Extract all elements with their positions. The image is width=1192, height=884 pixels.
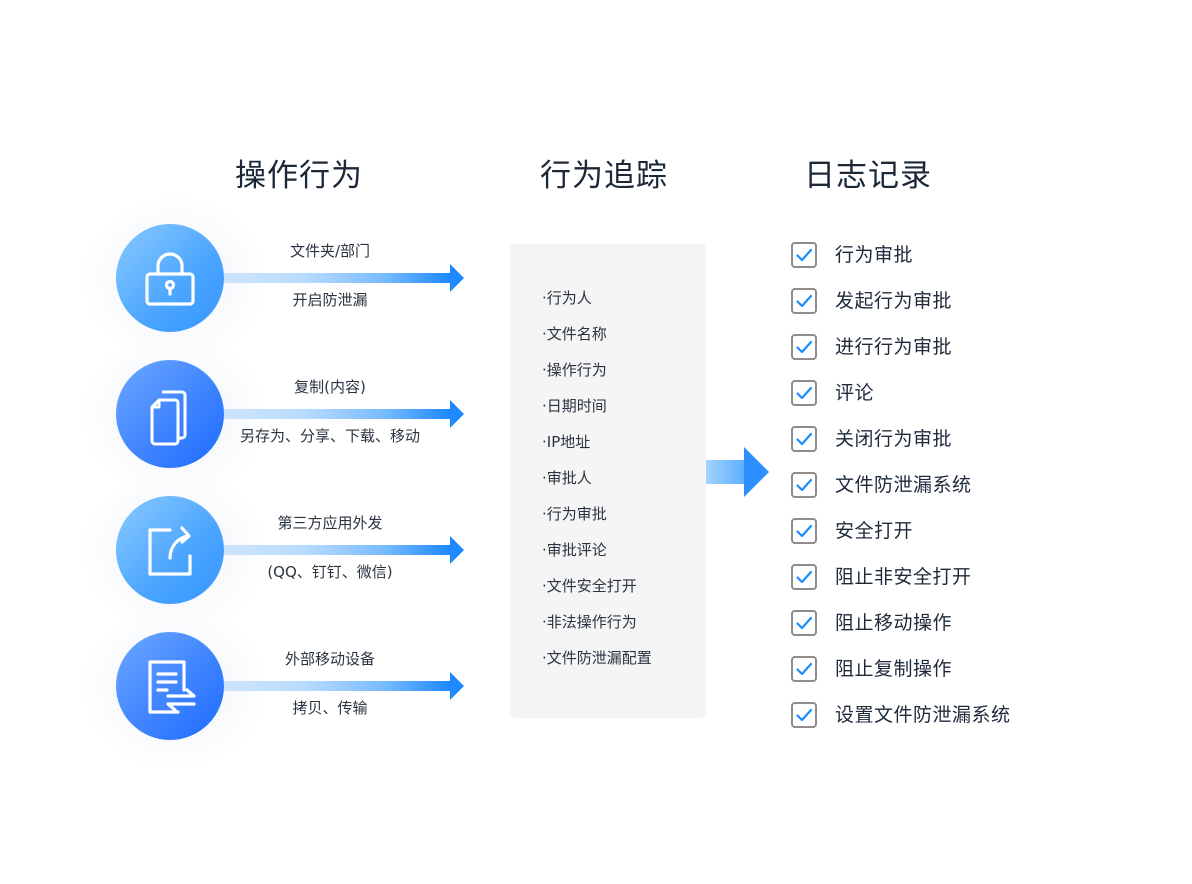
operation-row: 复制(内容) 另存为、分享、下载、移动 — [80, 330, 480, 500]
log-item-label: 安全打开 — [835, 520, 914, 542]
tracking-column-title: 行为追踪 — [540, 158, 668, 194]
tracking-item: ·日期时间 — [542, 397, 607, 415]
log-item: 关闭行为审批 — [791, 426, 1011, 472]
checkmark-icon — [796, 432, 813, 446]
tracking-item: ·IP地址 — [542, 433, 591, 451]
log-item-label: 进行行为审批 — [835, 336, 953, 358]
tracking-item: ·行为人 — [542, 289, 592, 307]
tracking-item: ·行为审批 — [542, 505, 607, 523]
log-item: 设置文件防泄漏系统 — [791, 702, 1011, 748]
log-item: 进行行为审批 — [791, 334, 1011, 380]
checkmark-icon — [796, 248, 813, 262]
checkbox[interactable] — [791, 334, 817, 360]
log-item: 行为审批 — [791, 242, 1011, 288]
log-item-label: 阻止移动操作 — [835, 612, 953, 634]
logging-column-title: 日志记录 — [804, 158, 932, 194]
log-item: 阻止非安全打开 — [791, 564, 1011, 610]
checkmark-icon — [796, 386, 813, 400]
operation-bottom-label: 另存为、分享、下载、移动 — [239, 427, 420, 445]
lock-icon — [116, 224, 224, 332]
checkmark-icon — [796, 340, 813, 354]
log-item-label: 关闭行为审批 — [835, 428, 953, 450]
checkmark-icon — [796, 662, 813, 676]
log-item-label: 评论 — [835, 382, 875, 404]
checkmark-icon — [796, 570, 813, 584]
operations-column-title: 操作行为 — [235, 158, 363, 194]
operation-top-label: 第三方应用外发 — [277, 514, 383, 532]
operation-top-label: 外部移动设备 — [284, 650, 375, 668]
checkbox[interactable] — [791, 426, 817, 452]
log-item: 评论 — [791, 380, 1011, 426]
checkbox[interactable] — [791, 656, 817, 682]
checkbox[interactable] — [791, 518, 817, 544]
checkbox[interactable] — [791, 380, 817, 406]
checkbox[interactable] — [791, 564, 817, 590]
checkbox[interactable] — [791, 288, 817, 314]
log-item: 阻止复制操作 — [791, 656, 1011, 702]
checkmark-icon — [796, 708, 813, 722]
checkmark-icon — [796, 294, 813, 308]
operation-row: 文件夹/部门 开启防泄漏 — [80, 194, 480, 364]
tracking-item: ·审批评论 — [542, 541, 607, 559]
checkmark-icon — [796, 616, 813, 630]
tracking-item: ·文件名称 — [542, 325, 607, 343]
operation-row: 外部移动设备 拷贝、传输 — [80, 602, 480, 772]
flow-arrow — [224, 264, 464, 292]
operation-top-label: 复制(内容) — [294, 378, 366, 396]
tracking-item: ·文件防泄漏配置 — [542, 649, 652, 667]
log-item-label: 设置文件防泄漏系统 — [835, 704, 1011, 726]
log-item: 发起行为审批 — [791, 288, 1011, 334]
log-item: 文件防泄漏系统 — [791, 472, 1011, 518]
operation-bottom-label: 拷贝、传输 — [292, 699, 368, 717]
log-item-label: 文件防泄漏系统 — [835, 474, 972, 496]
document-transfer-icon — [116, 632, 224, 740]
log-item-label: 阻止复制操作 — [835, 658, 953, 680]
tracking-item: ·审批人 — [542, 469, 592, 487]
operation-top-label: 文件夹/部门 — [289, 242, 371, 260]
log-item: 安全打开 — [791, 518, 1011, 564]
log-item-label: 行为审批 — [835, 244, 914, 266]
log-checklist: 行为审批发起行为审批进行行为审批评论关闭行为审批文件防泄漏系统安全打开阻止非安全… — [791, 242, 1011, 748]
flow-arrow — [224, 536, 464, 564]
checkmark-icon — [796, 524, 813, 538]
checkmark-icon — [796, 478, 813, 492]
flow-arrow — [224, 672, 464, 700]
operation-bottom-label: 开启防泄漏 — [292, 291, 368, 309]
checkbox[interactable] — [791, 702, 817, 728]
tracking-panel: ·行为人 ·文件名称 ·操作行为 ·日期时间 ·IP地址 ·审批人 ·行为审批 … — [510, 244, 706, 718]
tracking-item: ·非法操作行为 — [542, 613, 637, 631]
log-item-label: 阻止非安全打开 — [835, 566, 972, 588]
log-item-label: 发起行为审批 — [835, 290, 953, 312]
share-external-icon — [116, 496, 224, 604]
checkbox[interactable] — [791, 472, 817, 498]
tracking-list: ·行为人 ·文件名称 ·操作行为 ·日期时间 ·IP地址 ·审批人 ·行为审批 … — [542, 288, 652, 684]
log-item: 阻止移动操作 — [791, 610, 1011, 656]
operation-bottom-label: (QQ、钉钉、微信) — [267, 563, 393, 581]
tracking-item: ·文件安全打开 — [542, 577, 637, 595]
checkbox[interactable] — [791, 610, 817, 636]
tracking-item: ·操作行为 — [542, 361, 607, 379]
copy-documents-icon — [116, 360, 224, 468]
checkbox[interactable] — [791, 242, 817, 268]
flow-arrow-right-icon — [706, 447, 770, 497]
flow-arrow — [224, 400, 464, 428]
